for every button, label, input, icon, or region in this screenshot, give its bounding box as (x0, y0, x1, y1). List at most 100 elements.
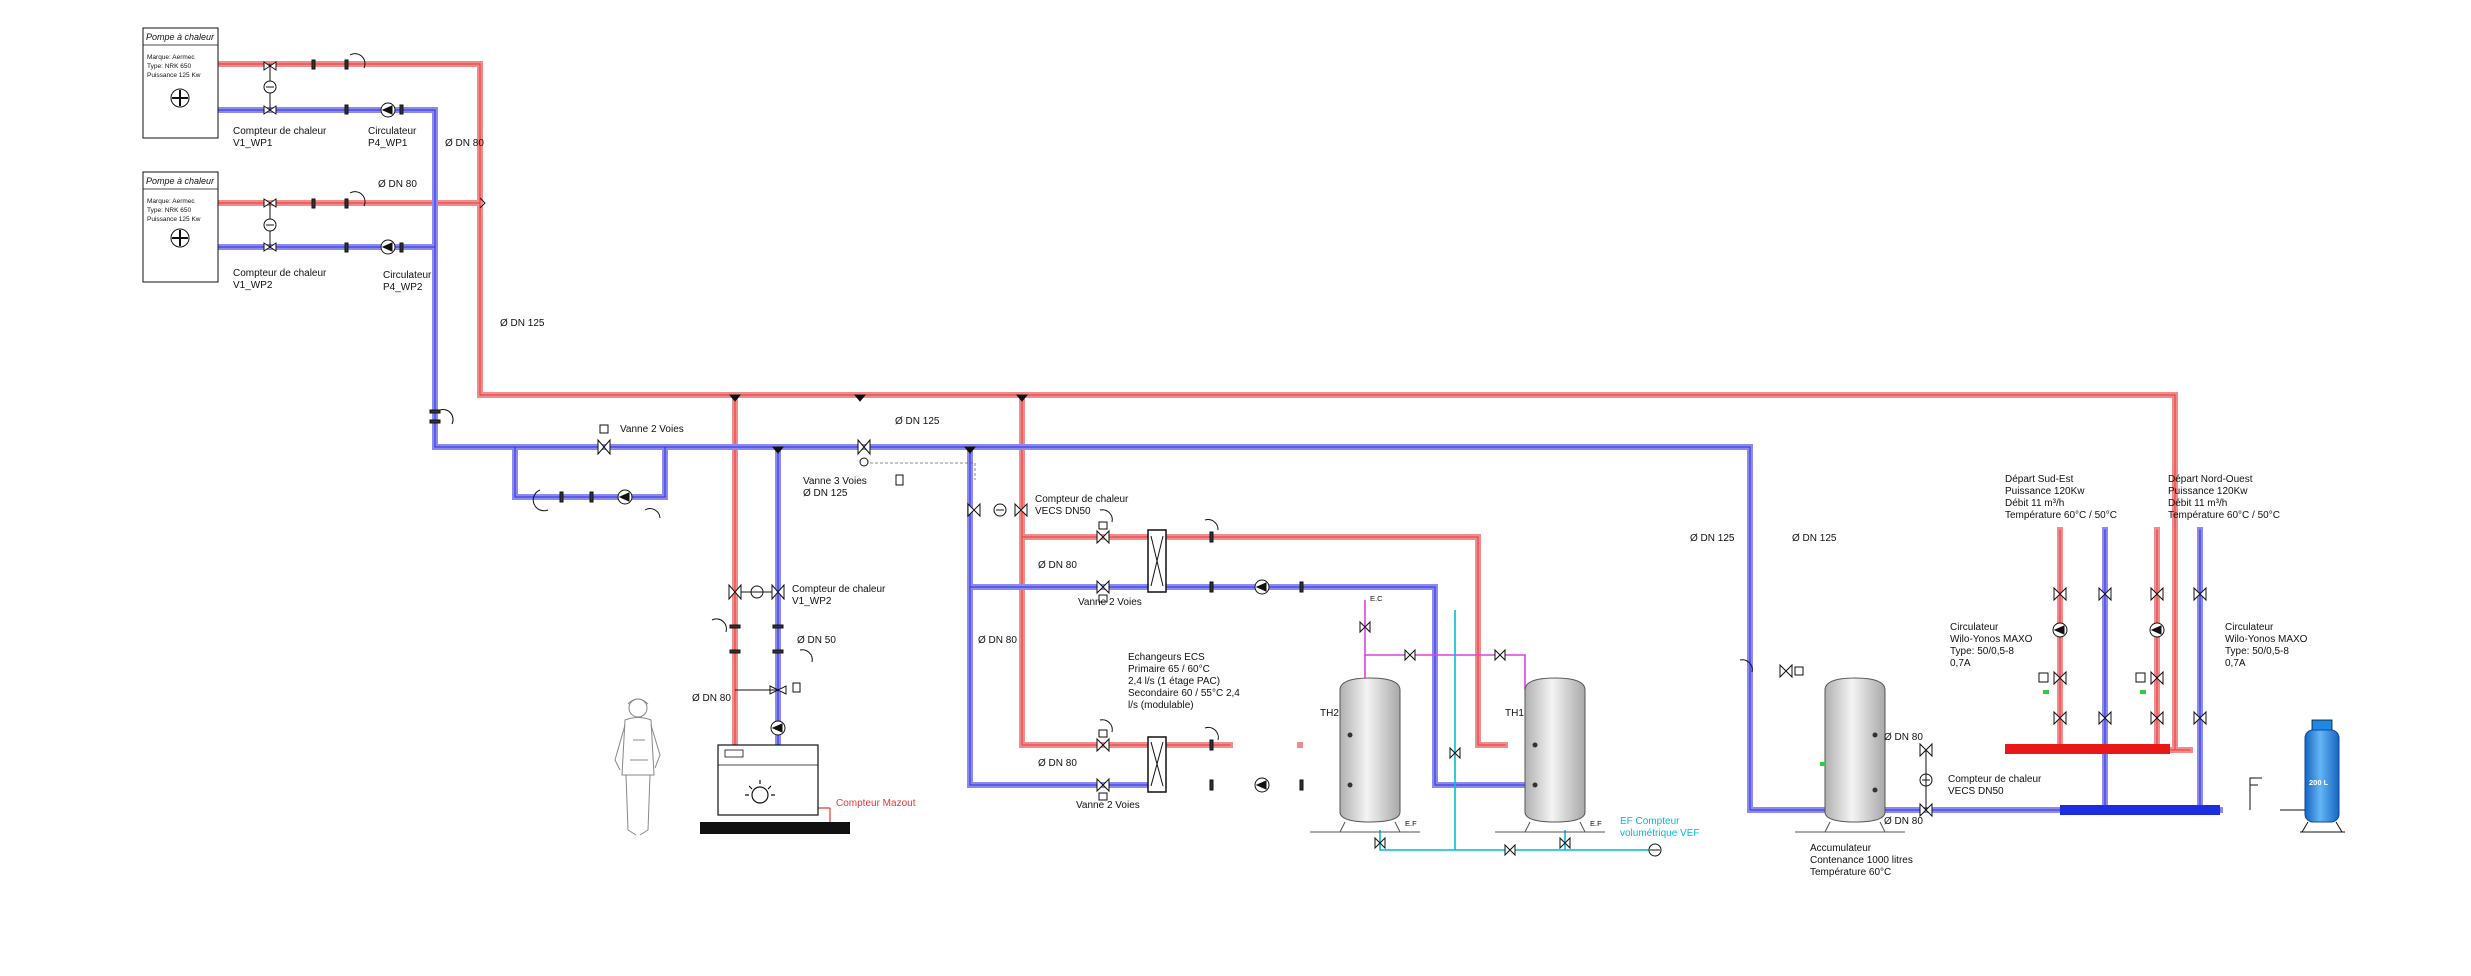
flange-icon (1209, 779, 1214, 791)
ef1-label: E.F (1405, 819, 1417, 828)
vecs-meter-label-1: Compteur de chaleur (1035, 494, 1129, 505)
dn80-ecs1-label: Ø DN 80 (1038, 560, 1077, 571)
valve-icon (2150, 710, 2164, 726)
flange-icon (311, 59, 316, 70)
boiler-branch (711, 583, 813, 736)
ecs-tank-th2 (1310, 677, 1420, 833)
valve-icon (263, 61, 277, 71)
valve-icon (2193, 710, 2207, 726)
heat-pump-2: Pompe à chaleur Marque: Aermec Type: NRK… (142, 171, 219, 283)
control-line (870, 462, 976, 480)
water-meter-icon (1648, 843, 1662, 857)
ec-label: E.C (1370, 594, 1383, 603)
flange-icon (729, 624, 741, 629)
sud-est-label-1: Départ Sud-Est (2005, 474, 2074, 485)
dn80-boiler-label: Ø DN 80 (692, 693, 731, 704)
vanne2-ecs1-label: Vanne 2 Voies (1078, 597, 1142, 608)
meter-wp2-label-2: V1_WP2 (233, 280, 273, 291)
hot-manifold (2005, 744, 2170, 754)
vent-icon (644, 508, 661, 519)
vanne2-top-label: Vanne 2 Voies (620, 424, 684, 435)
two-way-valve-icon (1779, 663, 1804, 679)
heat-pump-2-power: Puissance 125 Kw (147, 216, 201, 223)
heat-meter-icon (263, 80, 277, 94)
valve-icon (2098, 586, 2112, 602)
hot-pipes (215, 61, 2193, 753)
nord-ouest-label-1: Départ Nord-Ouest (2168, 474, 2253, 485)
ef-pipes (1379, 610, 1655, 851)
labels: Compteur de chaleur V1_WP1 Circulateur P… (233, 126, 2329, 878)
circulator-pump-icon (1254, 579, 1270, 595)
valve-icon (1504, 843, 1516, 857)
flange-icon (429, 409, 441, 414)
circ-left-label-4: 0,7A (1950, 658, 1971, 669)
flange-icon (1299, 581, 1304, 593)
valve-icon (1014, 502, 1028, 518)
th1-label: TH1 (1505, 708, 1524, 719)
valve-icon (1374, 836, 1386, 850)
nord-ouest-label-2: Puissance 120Kw (2168, 486, 2248, 497)
ecs-pipes (1364, 600, 1526, 690)
flange-icon (399, 104, 404, 115)
dn80-acc-bottom-label: Ø DN 80 (1884, 816, 1923, 827)
vent-icon (439, 409, 454, 425)
heat-exchanger-icon (1147, 736, 1167, 793)
valve-icon (263, 105, 277, 115)
valve-icon (1449, 746, 1461, 760)
valve-icon (2150, 586, 2164, 602)
flange-icon (1209, 739, 1214, 751)
th2-label: TH2 (1320, 708, 1339, 719)
vent-icon (349, 191, 366, 207)
fan-icon (170, 228, 190, 248)
heat-meter-icon (993, 503, 1007, 517)
vent-icon (711, 618, 727, 633)
main-loop-components (429, 394, 1029, 519)
mazout-label: Compteur Mazout (836, 798, 916, 809)
dn125-acc-right-label: Ø DN 125 (1792, 533, 1837, 544)
valve-icon (1359, 620, 1371, 634)
dn125-acc-left-label: Ø DN 125 (1690, 533, 1735, 544)
vent-icon (1204, 726, 1219, 741)
nord-ouest-label-3: Débit 11 m³/h (2168, 498, 2227, 509)
vanne3-label-2: Ø DN 125 (803, 488, 848, 499)
acc-meter-label-2: VECS DN50 (1948, 786, 2004, 797)
heat-pump-1-title: Pompe à chaleur (146, 32, 215, 42)
circ-right-label-1: Circulateur (2225, 622, 2274, 633)
flame-icon (745, 780, 775, 804)
heat-pump-1: Pompe à chaleur Marque: Aermec Type: NRK… (142, 27, 219, 139)
circ-left-label-3: Type: 50/0,5-8 (1950, 646, 2014, 657)
meter-wp2-label-1: Compteur de chaleur (233, 268, 327, 279)
dn80-top-label: Ø DN 80 (445, 138, 484, 149)
heat-meter-icon (263, 218, 277, 232)
echangeurs-label-4: Secondaire 60 / 55°C 2,4 (1128, 688, 1240, 699)
cold-pipes (215, 107, 2223, 813)
ef-meter-label-1: EF Compteur (1620, 816, 1680, 827)
heat-pump-1-brand: Marque: Aermec (147, 54, 195, 61)
heat-pump-2-brand: Marque: Aermec (147, 198, 195, 205)
circ-right-label-4: 0,7A (2225, 658, 2246, 669)
flange-icon (311, 198, 316, 209)
valve-icon (967, 502, 981, 518)
accumulateur-label-1: Accumulateur (1810, 843, 1872, 854)
pump-wp1-label-2: P4_WP1 (368, 138, 408, 149)
two-way-valve-icon (1096, 777, 1110, 801)
vent-icon (1739, 659, 1753, 673)
sud-est-label-2: Puissance 120Kw (2005, 486, 2085, 497)
flange-icon (772, 624, 784, 629)
hp-components (263, 53, 486, 425)
echangeurs-label-5: l/s (modulable) (1128, 700, 1194, 711)
boiler-meter-label-2: V1_WP2 (792, 596, 832, 607)
acc-meter-label-1: Compteur de chaleur (1948, 774, 2042, 785)
three-way-valve-icon (857, 438, 871, 467)
circulator-pump-icon (2052, 622, 2068, 638)
flange-icon (1209, 581, 1214, 593)
three-way-valve-icon (2135, 670, 2164, 686)
two-way-valve-icon (1096, 729, 1110, 753)
vent-icon (799, 649, 813, 663)
echangeurs-label-2: Primaire 65 / 60°C (1128, 664, 1210, 675)
flange-icon (1209, 531, 1214, 543)
valve-icon (2193, 586, 2207, 602)
sud-est-label-3: Débit 11 m³/h (2005, 498, 2064, 509)
dn80-ecs-vertical-label: Ø DN 80 (978, 635, 1017, 646)
flange-icon (344, 59, 349, 70)
